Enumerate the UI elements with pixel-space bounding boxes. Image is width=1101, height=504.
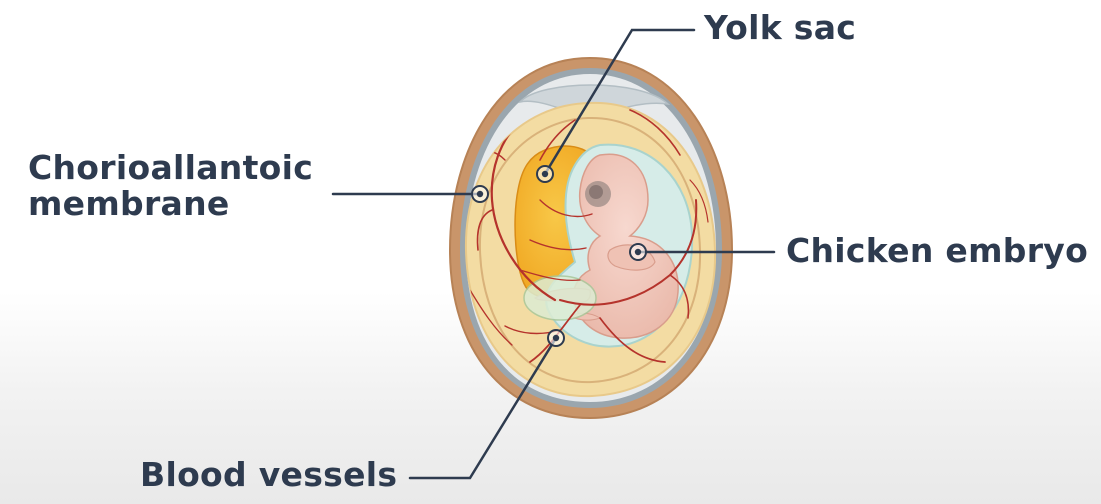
label-chorioallantoic-line2: membrane xyxy=(28,186,313,222)
label-chorioallantoic-membrane: Chorioallantoic membrane xyxy=(28,150,313,222)
allantois xyxy=(524,276,596,320)
label-yolk-sac: Yolk sac xyxy=(704,10,856,46)
label-chicken-embryo: Chicken embryo xyxy=(786,233,1088,269)
label-chorioallantoic-line1: Chorioallantoic xyxy=(28,150,313,186)
label-blood-vessels: Blood vessels xyxy=(140,457,397,493)
